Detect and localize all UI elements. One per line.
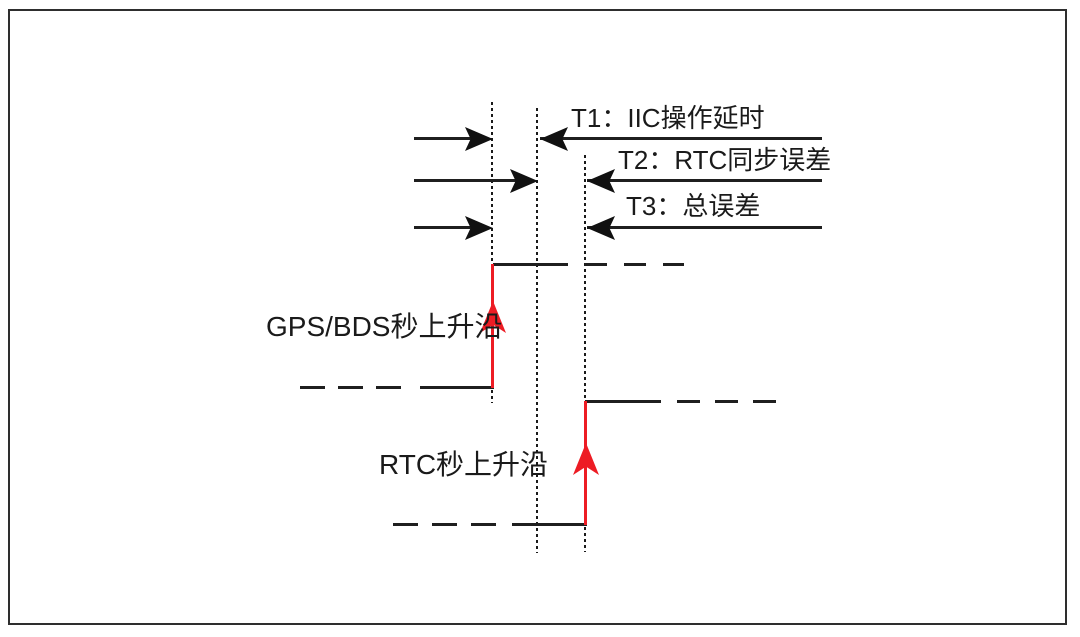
gps-high-level-dashed [585,263,684,266]
reference-line-rtc-write [536,108,538,553]
rtc-high-level-solid [585,400,661,403]
t1-right-arrow-line [540,137,822,140]
t1-left-arrow-line [414,137,472,140]
diagram-border-frame [8,9,1067,625]
t3-right-arrow-line [587,226,822,229]
t2-right-arrow-line [587,179,822,182]
t2-label: T2：RTC同步误差 [618,145,832,175]
gps-high-level-solid [493,263,568,266]
rtc-signal-label: RTC秒上升沿 [379,449,549,480]
rtc-low-level-solid [512,523,587,526]
rtc-low-level-dashed [393,523,497,526]
t3-label: T3：总误差 [626,191,761,221]
reference-line-gps-edge [491,102,493,403]
gps-low-level-solid [420,386,494,389]
rtc-high-level-dashed [677,400,778,403]
gps-signal-label: GPS/BDS秒上升沿 [266,311,503,342]
reference-line-rtc-edge [584,155,586,552]
gps-low-level-dashed [300,386,403,389]
gps-rising-edge [491,264,494,388]
t3-left-arrow-line [414,226,472,229]
t1-label: T1：IIC操作延时 [571,103,765,133]
t2-left-arrow-line [414,179,516,182]
